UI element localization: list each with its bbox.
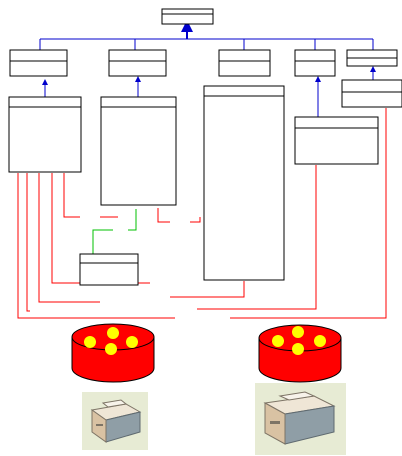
database-left-icon (71, 323, 155, 383)
root-entity-box[interactable] (161, 8, 214, 25)
entity-boxes (8, 8, 402, 286)
hierarchy-connectors (39, 20, 376, 117)
detail-entity-box-e[interactable] (341, 79, 402, 108)
detail-entity-box-c[interactable] (203, 85, 285, 281)
level1-entity-box-c[interactable] (218, 49, 271, 77)
level1-entity-box-b[interactable] (108, 49, 167, 77)
level1-entity-box-d[interactable] (294, 49, 336, 77)
level1-entity-box-e[interactable] (346, 49, 398, 67)
database-right-icon (258, 324, 342, 383)
level1-entity-box-a[interactable] (9, 49, 68, 77)
detail-entity-box-b[interactable] (100, 96, 177, 206)
link-connector (92, 209, 137, 254)
linked-entity-box[interactable] (79, 253, 139, 286)
data-connectors (17, 108, 387, 319)
detail-entity-box-a[interactable] (8, 96, 82, 173)
printer-right-icon (255, 383, 346, 455)
detail-entity-box-d[interactable] (294, 116, 379, 165)
printer-left-icon (82, 392, 148, 450)
